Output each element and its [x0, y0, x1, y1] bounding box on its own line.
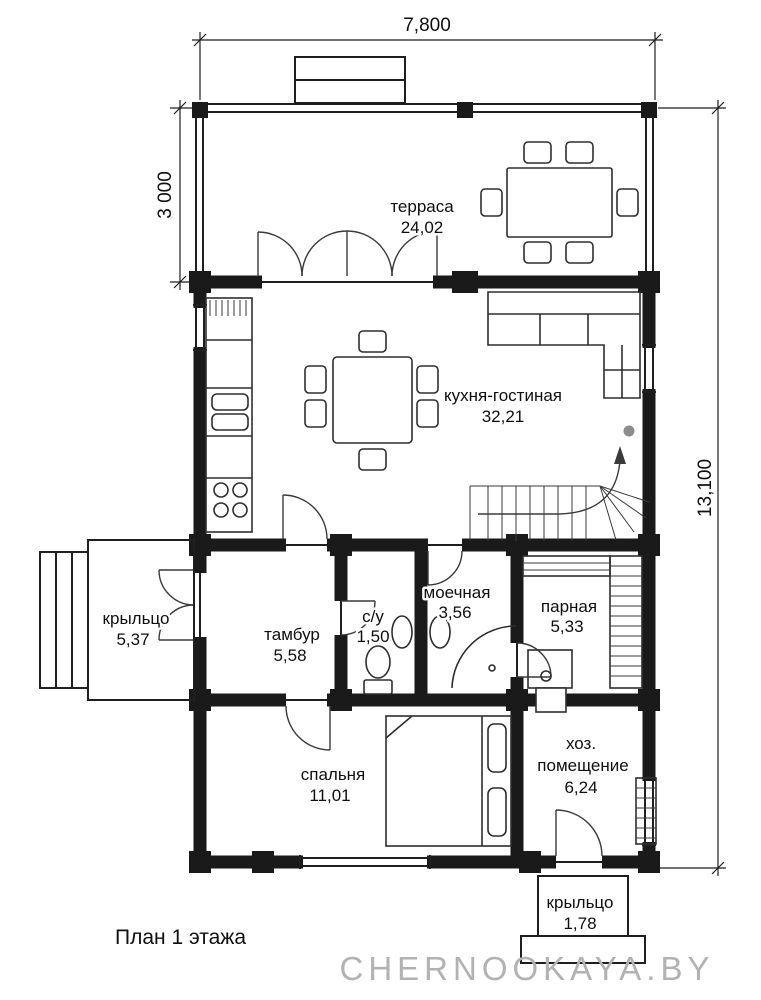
room-area-terrace: 24,02 [401, 218, 444, 237]
room-area-washroom: 3,56 [438, 603, 471, 622]
room-label-utility-line2: помещение [537, 756, 628, 775]
room-area-porch-bottom: 1,78 [563, 914, 596, 933]
stairs-direction-arrow [614, 446, 626, 464]
doors [158, 230, 603, 863]
terrace-dining-set [480, 141, 639, 264]
dim-top-label: 7,800 [403, 15, 451, 36]
porch-bottom-structure [520, 875, 646, 964]
room-area-kitchen-living: 32,21 [482, 407, 525, 426]
room-label-washroom: моечная [424, 583, 491, 602]
utility-ladder [635, 777, 657, 845]
pillow [487, 723, 507, 773]
room-area-vestibule: 5,58 [273, 646, 306, 665]
room-label-wc: с/у [362, 607, 384, 626]
washroom-fixtures [391, 615, 517, 689]
wc-fixtures [363, 645, 393, 695]
windows [193, 304, 656, 869]
room-label-utility-line1: хоз. [566, 734, 596, 753]
stairs [469, 425, 650, 541]
terrace-structure [194, 56, 655, 276]
room-area-bedroom: 11,01 [309, 786, 350, 805]
room-area-steam-room: 5,33 [550, 617, 583, 636]
sauna-benches [522, 555, 643, 713]
dimension-lines [170, 32, 726, 876]
labels: 7,800 3 000 13,100 терраса 24,02 кухня-г… [100, 13, 718, 988]
stove-burner [213, 482, 229, 498]
room-label-bedroom: спальня [301, 765, 366, 784]
sofa [487, 291, 641, 399]
dim-right-label: 13,100 [695, 459, 716, 517]
room-area-wc: 1,50 [356, 627, 389, 646]
dim-left-label: 3 000 [155, 171, 176, 219]
watermark: CHERNOOKAYA.BY [339, 950, 714, 987]
kitchen-sink [211, 393, 249, 411]
toilet [365, 645, 391, 679]
room-label-terrace: терраса [390, 197, 454, 216]
stove-through-wall [535, 687, 567, 713]
shower [451, 625, 517, 689]
kitchen-counter [205, 297, 253, 533]
room-label-kitchen-living: кухня-гостиная [444, 386, 562, 405]
bed [385, 715, 512, 847]
stair-post [623, 425, 635, 437]
kitchen-dining-set [304, 330, 439, 471]
washbasin [391, 615, 413, 649]
room-area-utility: 6,24 [564, 778, 597, 797]
room-label-vestibule: тамбур [264, 625, 320, 644]
room-label-steam-room: парная [541, 597, 597, 616]
room-area-porch-left: 5,37 [116, 630, 149, 649]
porch-left-structure [39, 539, 195, 701]
plan-title: План 1 этажа [115, 926, 246, 949]
room-label-porch-left: крыльцо [103, 609, 170, 628]
room-label-porch-bottom: крыльцо [547, 893, 614, 912]
pillow [487, 787, 507, 837]
washbasin [429, 615, 451, 649]
